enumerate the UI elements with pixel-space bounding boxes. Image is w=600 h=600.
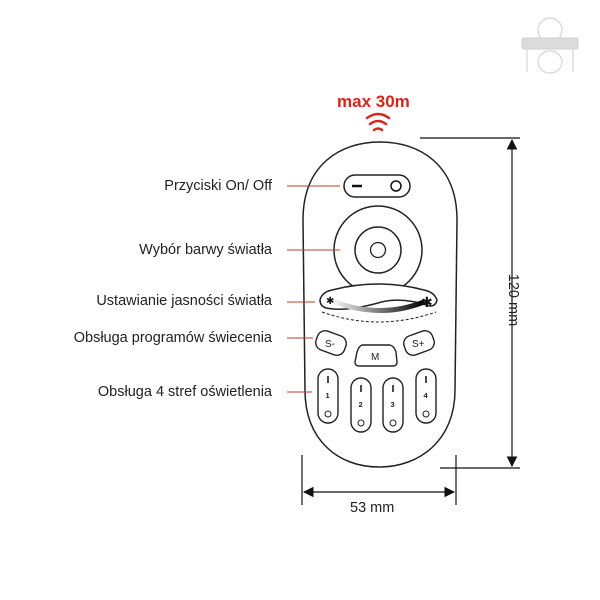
brightness-slider[interactable]: ✱ ✱ bbox=[319, 283, 438, 323]
speed-up-button[interactable]: S+ bbox=[401, 328, 436, 357]
zone-label: 3 bbox=[391, 400, 395, 409]
zone-button-2[interactable]: 2 bbox=[350, 377, 372, 433]
speed-up-label: S+ bbox=[412, 339, 425, 350]
dimension-lines bbox=[301, 137, 520, 505]
mode-button[interactable]: M bbox=[354, 344, 398, 367]
width-dimension: 53 mm bbox=[350, 500, 395, 516]
label-zones: Obsługa 4 stref oświetlenia bbox=[97, 384, 272, 400]
wireless-signal-icon bbox=[365, 112, 391, 132]
leader-lines bbox=[287, 185, 340, 393]
range-label: max 30m bbox=[337, 92, 410, 111]
center-button[interactable] bbox=[369, 241, 387, 259]
mode-label: M bbox=[371, 352, 379, 363]
label-programs: Obsługa programów świecenia bbox=[73, 330, 272, 346]
speed-down-button[interactable]: S- bbox=[313, 328, 348, 357]
zone-label: 4 bbox=[424, 391, 429, 400]
height-dimension: 120 mm bbox=[505, 273, 522, 327]
label-brightness: Ustawianie jasności światła bbox=[96, 293, 272, 309]
dim-icon: ✱ bbox=[326, 296, 334, 307]
speed-down-label: S- bbox=[325, 339, 335, 350]
zone-button-4[interactable]: 4 bbox=[415, 368, 437, 424]
label-color: Wybór barwy światła bbox=[139, 242, 272, 258]
logo bbox=[521, 17, 579, 74]
zone-label: 2 bbox=[359, 400, 363, 409]
zone-button-1[interactable]: 1 bbox=[317, 368, 339, 424]
bright-icon: ✱ bbox=[421, 294, 433, 310]
color-wheel-inner bbox=[354, 226, 402, 274]
on-off-button[interactable] bbox=[343, 174, 411, 198]
zone-label: 1 bbox=[326, 391, 330, 400]
label-on-off: Przyciski On/ Off bbox=[164, 178, 272, 194]
zone-button-3[interactable]: 3 bbox=[382, 377, 404, 433]
color-wheel[interactable] bbox=[333, 205, 423, 295]
